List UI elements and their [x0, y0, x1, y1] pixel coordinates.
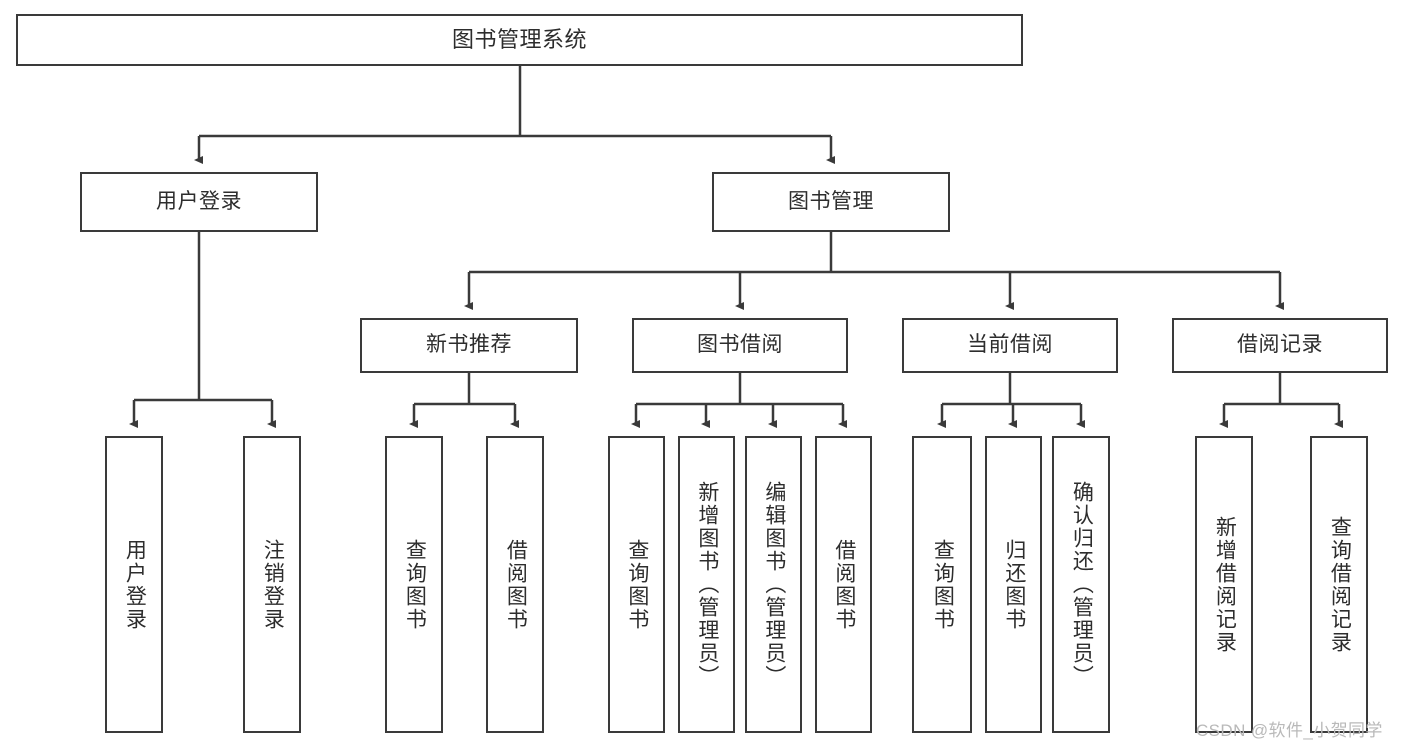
leaf-return-books-label: 归还图书 — [1002, 538, 1026, 631]
leaf-query-borrow-record-label: 查询借阅记录 — [1328, 515, 1352, 654]
node-borrowing-records-label: 借阅记录 — [1237, 333, 1323, 357]
node-current-borrowing-label: 当前借阅 — [967, 333, 1053, 357]
leaf-edit-book-admin-label: 编辑图书（管理员） — [762, 481, 786, 688]
leaf-borrow-books-borrowing[interactable]: 借阅图书 — [815, 436, 872, 733]
leaf-add-borrow-record[interactable]: 新增借阅记录 — [1195, 436, 1253, 733]
leaf-user-login-label: 用户登录 — [123, 538, 147, 631]
node-book-borrowing-label: 图书借阅 — [697, 333, 783, 357]
leaf-borrow-books-recommend[interactable]: 借阅图书 — [486, 436, 544, 733]
leaf-add-book-admin[interactable]: 新增图书（管理员） — [678, 436, 735, 733]
leaf-confirm-return-admin[interactable]: 确认归还（管理员） — [1052, 436, 1110, 733]
leaf-add-borrow-record-label: 新增借阅记录 — [1213, 515, 1237, 654]
leaf-query-books-current-label: 查询图书 — [931, 538, 955, 631]
node-root-label: 图书管理系统 — [451, 27, 587, 53]
leaf-add-book-admin-label: 新增图书（管理员） — [695, 481, 719, 688]
leaf-borrow-books-borrowing-label: 借阅图书 — [832, 538, 856, 631]
leaf-borrow-books-recommend-label: 借阅图书 — [504, 538, 528, 631]
leaf-query-books-current[interactable]: 查询图书 — [912, 436, 972, 733]
node-borrowing-records[interactable]: 借阅记录 — [1172, 318, 1388, 373]
leaf-query-books-borrowing[interactable]: 查询图书 — [608, 436, 665, 733]
node-new-book-recommendation-label: 新书推荐 — [426, 333, 512, 357]
leaf-edit-book-admin[interactable]: 编辑图书（管理员） — [745, 436, 802, 733]
node-book-management-label: 图书管理 — [788, 189, 874, 213]
leaf-query-books-recommend-label: 查询图书 — [403, 538, 427, 631]
node-book-borrowing[interactable]: 图书借阅 — [632, 318, 848, 373]
leaf-query-books-recommend[interactable]: 查询图书 — [385, 436, 443, 733]
node-user-login[interactable]: 用户登录 — [80, 172, 318, 232]
node-current-borrowing[interactable]: 当前借阅 — [902, 318, 1118, 373]
node-new-book-recommendation[interactable]: 新书推荐 — [360, 318, 578, 373]
leaf-query-books-borrowing-label: 查询图书 — [625, 538, 649, 631]
node-book-management[interactable]: 图书管理 — [712, 172, 950, 232]
watermark: CSDN @软件_小贺同学 — [1196, 721, 1383, 740]
leaf-logout[interactable]: 注销登录 — [243, 436, 301, 733]
node-user-login-label: 用户登录 — [156, 189, 242, 213]
leaf-user-login[interactable]: 用户登录 — [105, 436, 163, 733]
leaf-return-books[interactable]: 归还图书 — [985, 436, 1042, 733]
node-root[interactable]: 图书管理系统 — [16, 14, 1023, 66]
leaf-confirm-return-admin-label: 确认归还（管理员） — [1070, 481, 1094, 688]
leaf-query-borrow-record[interactable]: 查询借阅记录 — [1310, 436, 1368, 733]
leaf-logout-label: 注销登录 — [261, 538, 285, 631]
